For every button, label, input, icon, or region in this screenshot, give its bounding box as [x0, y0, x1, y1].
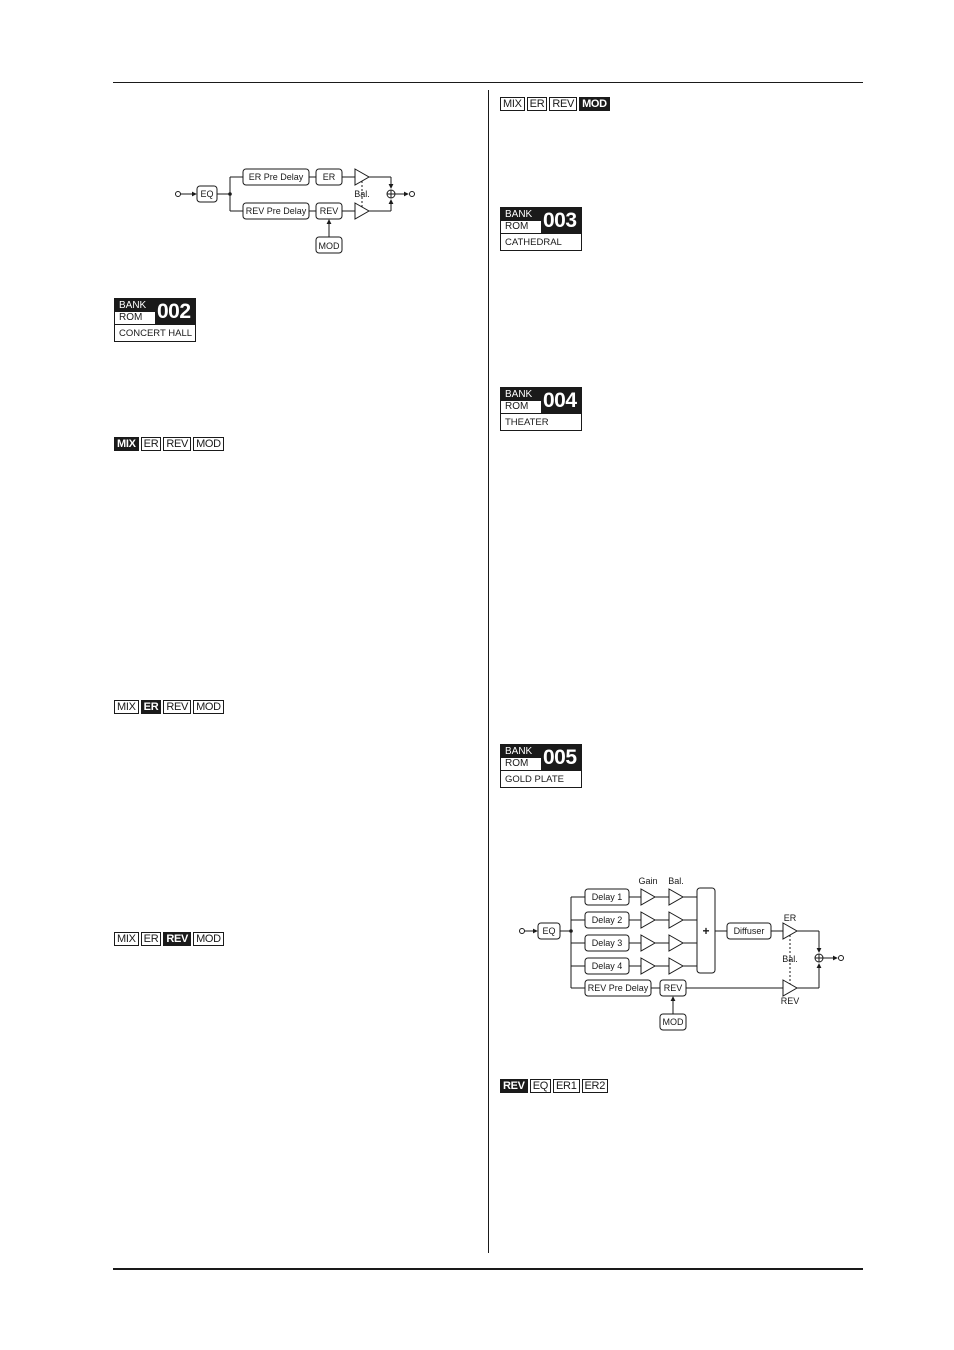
footer-rule — [113, 1268, 863, 1270]
tab-mod: MOD — [193, 437, 224, 451]
balance-label: Bal. — [782, 954, 798, 964]
tab-er1: ER1 — [553, 1079, 580, 1093]
header-rule — [113, 82, 863, 83]
bank-text: BANK — [505, 389, 533, 400]
delay-1-label: Delay 1 — [592, 892, 623, 902]
bank-label-gold-plate: BANK ROM 005 GOLD PLATE — [500, 744, 582, 788]
eq-block-label: EQ — [200, 189, 213, 199]
bank-text: BANK — [505, 209, 533, 220]
tab-mix: MIX — [114, 932, 139, 946]
bank-label-concert-hall: BANK ROM 002 CONCERT HALL — [114, 298, 196, 342]
tab-eq: EQ — [529, 1079, 552, 1093]
tab-mod: MOD — [193, 700, 224, 714]
gain-label: Gain — [638, 876, 657, 886]
summing-label: + — [702, 924, 709, 938]
rom-text: ROM — [501, 758, 541, 770]
tab-er: ER — [140, 932, 162, 946]
balance-label: Bal. — [354, 189, 370, 199]
bank-text: BANK — [505, 746, 533, 757]
diffuser-label: Diffuser — [734, 926, 765, 936]
delay-2-label: Delay 2 — [592, 915, 623, 925]
mod-block-label: MOD — [319, 241, 340, 251]
signal-flow-diagram-plate: Gain Bal. EQ Delay 1 Delay 2 Delay 3 Del… — [519, 876, 844, 1031]
preset-number: 002 — [157, 300, 191, 323]
preset-number: 004 — [543, 389, 577, 412]
tab-mix: MIX — [114, 437, 139, 451]
rom-text: ROM — [115, 312, 155, 324]
preset-number: 003 — [543, 209, 577, 232]
tab-er2: ER2 — [581, 1079, 609, 1093]
preset-name: CONCERT HALL — [119, 328, 193, 339]
preset-name: CATHEDRAL — [505, 237, 562, 248]
preset-name: THEATER — [505, 417, 549, 428]
tab-er: ER — [526, 97, 548, 111]
er-pre-delay-label: ER Pre Delay — [249, 172, 304, 182]
rom-text: ROM — [501, 221, 541, 233]
column-divider — [488, 90, 489, 1253]
tab-mix: MIX — [114, 700, 139, 714]
tab-rev: REV — [163, 437, 192, 451]
er-output-label: ER — [784, 913, 797, 923]
rev-block-label: REV — [664, 983, 683, 993]
rom-text: ROM — [501, 401, 541, 413]
tab-mod: MOD — [579, 97, 610, 111]
tab-mix: MIX — [500, 97, 525, 111]
tab-rev: REV — [549, 97, 578, 111]
tab-er: ER — [140, 437, 162, 451]
tab-rev: REV — [500, 1079, 528, 1093]
bank-text: BANK — [119, 300, 147, 311]
bank-label-theater: BANK ROM 004 THEATER — [500, 387, 582, 431]
bank-label-cathedral: BANK ROM 003 CATHEDRAL — [500, 207, 582, 251]
eq-block-label: EQ — [542, 926, 555, 936]
rev-output-label: REV — [781, 996, 800, 1006]
preset-name: GOLD PLATE — [505, 774, 564, 785]
delay-3-label: Delay 3 — [592, 938, 623, 948]
rev-pre-delay-label: REV Pre Delay — [588, 983, 649, 993]
tab-rev: REV — [163, 700, 192, 714]
tab-mod: MOD — [193, 932, 224, 946]
rev-block-label: REV — [320, 206, 339, 216]
preset-number: 005 — [543, 746, 577, 769]
tab-rev: REV — [163, 932, 192, 946]
delay-4-label: Delay 4 — [592, 961, 623, 971]
tab-er: ER — [140, 700, 162, 714]
balance-top-label: Bal. — [668, 876, 684, 886]
er-block-label: ER — [323, 172, 336, 182]
rev-pre-delay-label: REV Pre Delay — [246, 206, 307, 216]
mod-block-label: MOD — [663, 1017, 684, 1027]
signal-flow-diagram-hall: EQ ER Pre Delay ER REV Pre Delay REV MOD… — [175, 168, 415, 254]
